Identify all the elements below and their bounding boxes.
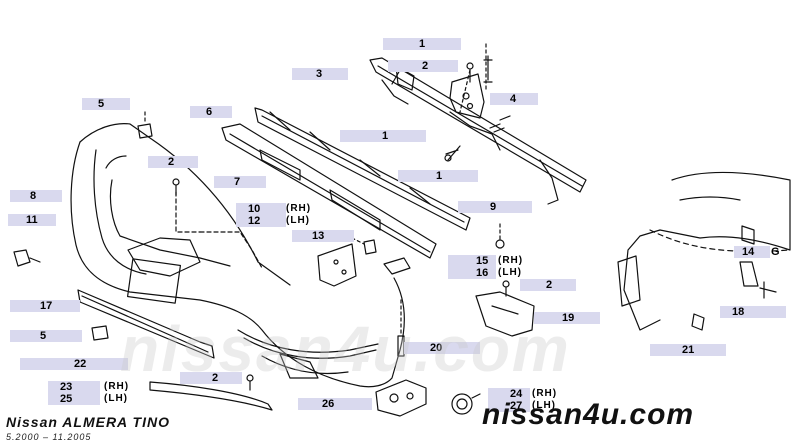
- callout-label: 1: [398, 170, 478, 182]
- callout-label: 23: [48, 381, 100, 393]
- callout-label: 1: [383, 38, 461, 50]
- callout-label: 3: [292, 68, 348, 80]
- callout-label: 4: [490, 93, 538, 105]
- side-lh: (LH): [498, 267, 522, 278]
- bolts: [444, 43, 511, 162]
- moulding-strip: [149, 381, 273, 411]
- callout-label: 24: [488, 388, 530, 400]
- g-mark: G: [771, 246, 780, 258]
- callout-label: 13: [292, 230, 354, 242]
- callout-label: 6: [190, 106, 232, 118]
- callout-label: 19: [534, 312, 600, 324]
- side-lh: (LH): [286, 215, 310, 226]
- callout-label: 26: [298, 398, 372, 410]
- callout-label: 16: [448, 267, 496, 279]
- side-bracket: [317, 237, 377, 287]
- side-marker-light: [13, 249, 41, 267]
- fog-lamp: [451, 393, 481, 415]
- watermark: nissan4u.com: [120, 313, 571, 385]
- fog-lamp-bracket: [375, 379, 427, 417]
- callout-label: 21: [650, 344, 726, 356]
- model-years: 5.2000 – 11.2005: [6, 432, 92, 442]
- side-support: [475, 291, 535, 337]
- brand-logo-text: nissan4u.com: [482, 398, 695, 431]
- side-rh: (RH): [286, 203, 312, 214]
- callout-label: 2: [148, 156, 198, 168]
- callout-label: 9: [458, 201, 532, 213]
- callout-label: 11: [8, 214, 56, 226]
- callout-label: 15: [448, 255, 496, 267]
- push-clip: [397, 299, 405, 357]
- clip-nut: [495, 223, 505, 249]
- callout-label: 7: [214, 176, 266, 188]
- callout-label: 14: [734, 246, 770, 258]
- bumper-fascia: [70, 123, 405, 388]
- callout-label: 2: [388, 60, 458, 72]
- callout-label: 25: [48, 393, 100, 405]
- callout-label: 27: [488, 400, 530, 412]
- callout-label: 18: [720, 306, 786, 318]
- side-rh: (RH): [532, 388, 558, 399]
- side-rh: (RH): [498, 255, 524, 266]
- callout-label: 5: [10, 330, 82, 342]
- callout-label: 8: [10, 190, 62, 202]
- reinforcement-beam: [254, 107, 471, 231]
- energy-absorber: [221, 123, 437, 259]
- bracket-side: [383, 257, 411, 275]
- upper-member: [369, 57, 587, 205]
- body-fender: [617, 171, 791, 331]
- side-lh: (LH): [532, 400, 556, 411]
- callout-label: 1: [340, 130, 426, 142]
- callout-label: 5: [82, 98, 130, 110]
- side-rh: (RH): [104, 381, 130, 392]
- callout-label: 2: [180, 372, 242, 384]
- callout-label: 17: [10, 300, 80, 312]
- side-lh: (LH): [104, 393, 128, 404]
- callout-label: 20: [404, 342, 480, 354]
- clips: [91, 111, 153, 341]
- callout-label: 10: [236, 203, 286, 215]
- callout-label: 12: [236, 215, 286, 227]
- callout-label: 2: [520, 279, 576, 291]
- callout-label: 22: [20, 358, 128, 370]
- model-title: Nissan ALMERA TINO: [6, 414, 170, 430]
